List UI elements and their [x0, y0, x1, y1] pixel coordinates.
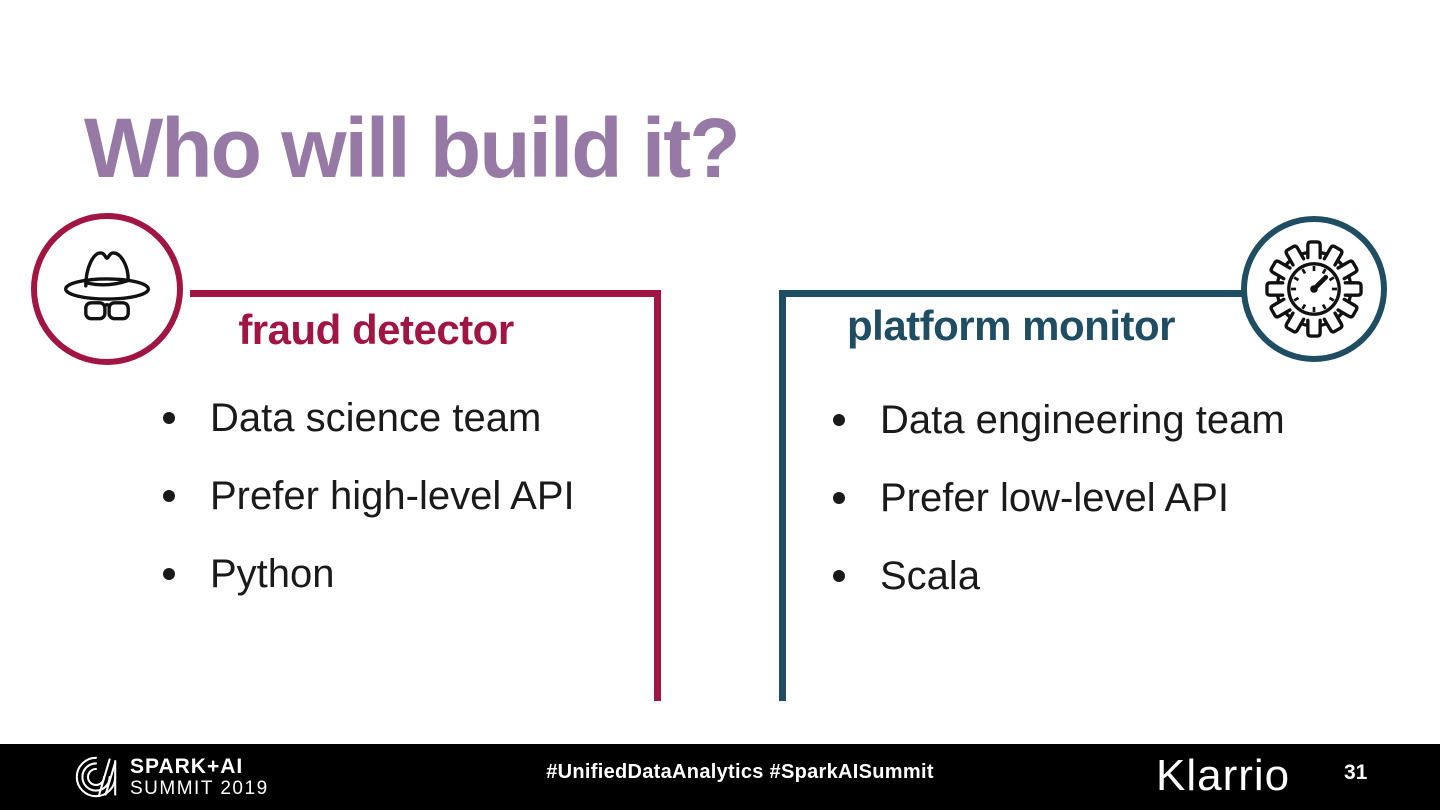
gauge-gear-icon: [1258, 233, 1370, 345]
fraud-bracket-right-line: [654, 290, 661, 701]
platform-bracket-left-line: [779, 290, 786, 701]
page-number: 31: [1344, 761, 1368, 784]
bullet-dot: [163, 568, 175, 580]
spark-ai-summit-logo: SPARK+AI SUMMIT 2019: [72, 753, 269, 801]
list-item: Data engineering team: [833, 398, 1285, 442]
fraud-detector-bullet-list: Data science team Prefer high-level API …: [163, 396, 575, 630]
fraud-detector-heading: fraud detector: [238, 306, 514, 353]
bullet-dot: [833, 414, 845, 426]
bullet-dot: [833, 492, 845, 504]
list-item: Python: [163, 552, 575, 596]
footer-bar: SPARK+AI SUMMIT 2019 #UnifiedDataAnalyti…: [0, 744, 1440, 810]
bullet-dot: [833, 570, 845, 582]
list-item: Scala: [833, 554, 1285, 598]
fraud-detector-badge: [31, 213, 183, 365]
bullet-text: Python: [210, 552, 335, 596]
platform-monitor-bullet-list: Data engineering team Prefer low-level A…: [833, 398, 1285, 632]
list-item: Data science team: [163, 396, 575, 440]
platform-monitor-heading: platform monitor: [847, 302, 1175, 349]
platform-bracket-top-line: [779, 290, 1248, 297]
bullet-text: Scala: [880, 554, 981, 598]
spark-ai-logo-line1: SPARK+AI: [130, 755, 244, 778]
footer-hashtags: #UnifiedDataAnalytics #SparkAISummit: [546, 761, 934, 783]
platform-monitor-badge: [1241, 216, 1387, 362]
spy-incognito-icon: [54, 236, 160, 342]
bullet-text: Prefer low-level API: [880, 476, 1230, 520]
klarrio-logo: Klarrio: [1156, 751, 1291, 800]
bullet-text: Data engineering team: [880, 398, 1285, 442]
page-title: Who will build it?: [84, 101, 740, 196]
spark-ai-logo-glyph: [72, 753, 130, 801]
list-item: Prefer low-level API: [833, 476, 1285, 520]
bullet-text: Prefer high-level API: [210, 474, 575, 518]
bullet-text: Data science team: [210, 396, 542, 440]
spark-ai-logo-line2: SUMMIT 2019: [130, 778, 269, 799]
spark-ai-logo-text: SPARK+AI SUMMIT 2019: [130, 755, 269, 799]
fraud-bracket-top-line: [190, 290, 661, 297]
bullet-dot: [163, 412, 175, 424]
list-item: Prefer high-level API: [163, 474, 575, 518]
bullet-dot: [163, 490, 175, 502]
